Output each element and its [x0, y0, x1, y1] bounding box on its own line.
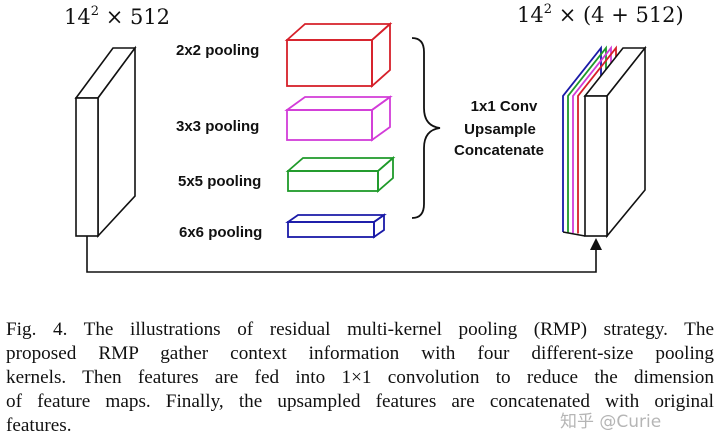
watermark: 知乎 @Curie — [560, 412, 662, 432]
pool-box-6x6 — [285, 213, 387, 239]
op-concat-label: Concatenate — [454, 142, 544, 159]
residual-connection-arrow — [86, 236, 602, 273]
output-size-label: 142 × (4 + 512) — [517, 2, 684, 27]
caption-line: Fig. 4. The illustrations of residual mu… — [6, 319, 714, 340]
pool-box-3x3 — [284, 95, 393, 142]
pool-label-2x2: 2x2 pooling — [176, 42, 259, 59]
pool-label-6x6: 6x6 pooling — [179, 224, 262, 241]
input-feature-map — [74, 45, 137, 239]
op-upsample-label: Upsample — [464, 121, 536, 138]
caption-line: proposed RMP gather context information … — [6, 343, 714, 364]
figure-caption: Fig. 4. The illustrations of residual mu… — [6, 318, 714, 438]
pool-box-2x2 — [284, 21, 393, 89]
output-stack-bottom-edge — [562, 231, 586, 237]
pool-label-5x5: 5x5 pooling — [178, 173, 261, 190]
op-conv-label: 1x1 Conv — [471, 98, 538, 115]
output-feature-map — [583, 45, 647, 239]
pool-label-3x3: 3x3 pooling — [176, 118, 259, 135]
pool-box-5x5 — [285, 156, 396, 193]
rmp-diagram: 142 × 512 2x2 pooling 3x3 pooling 5x5 po… — [64, 2, 684, 273]
caption-line: features. — [6, 415, 72, 436]
caption-line: of feature maps. Finally, the upsampled … — [6, 391, 714, 412]
caption-line: kernels. Then features are fed into 1×1 … — [6, 367, 714, 388]
input-size-label: 142 × 512 — [64, 4, 170, 29]
curly-brace — [411, 37, 441, 219]
